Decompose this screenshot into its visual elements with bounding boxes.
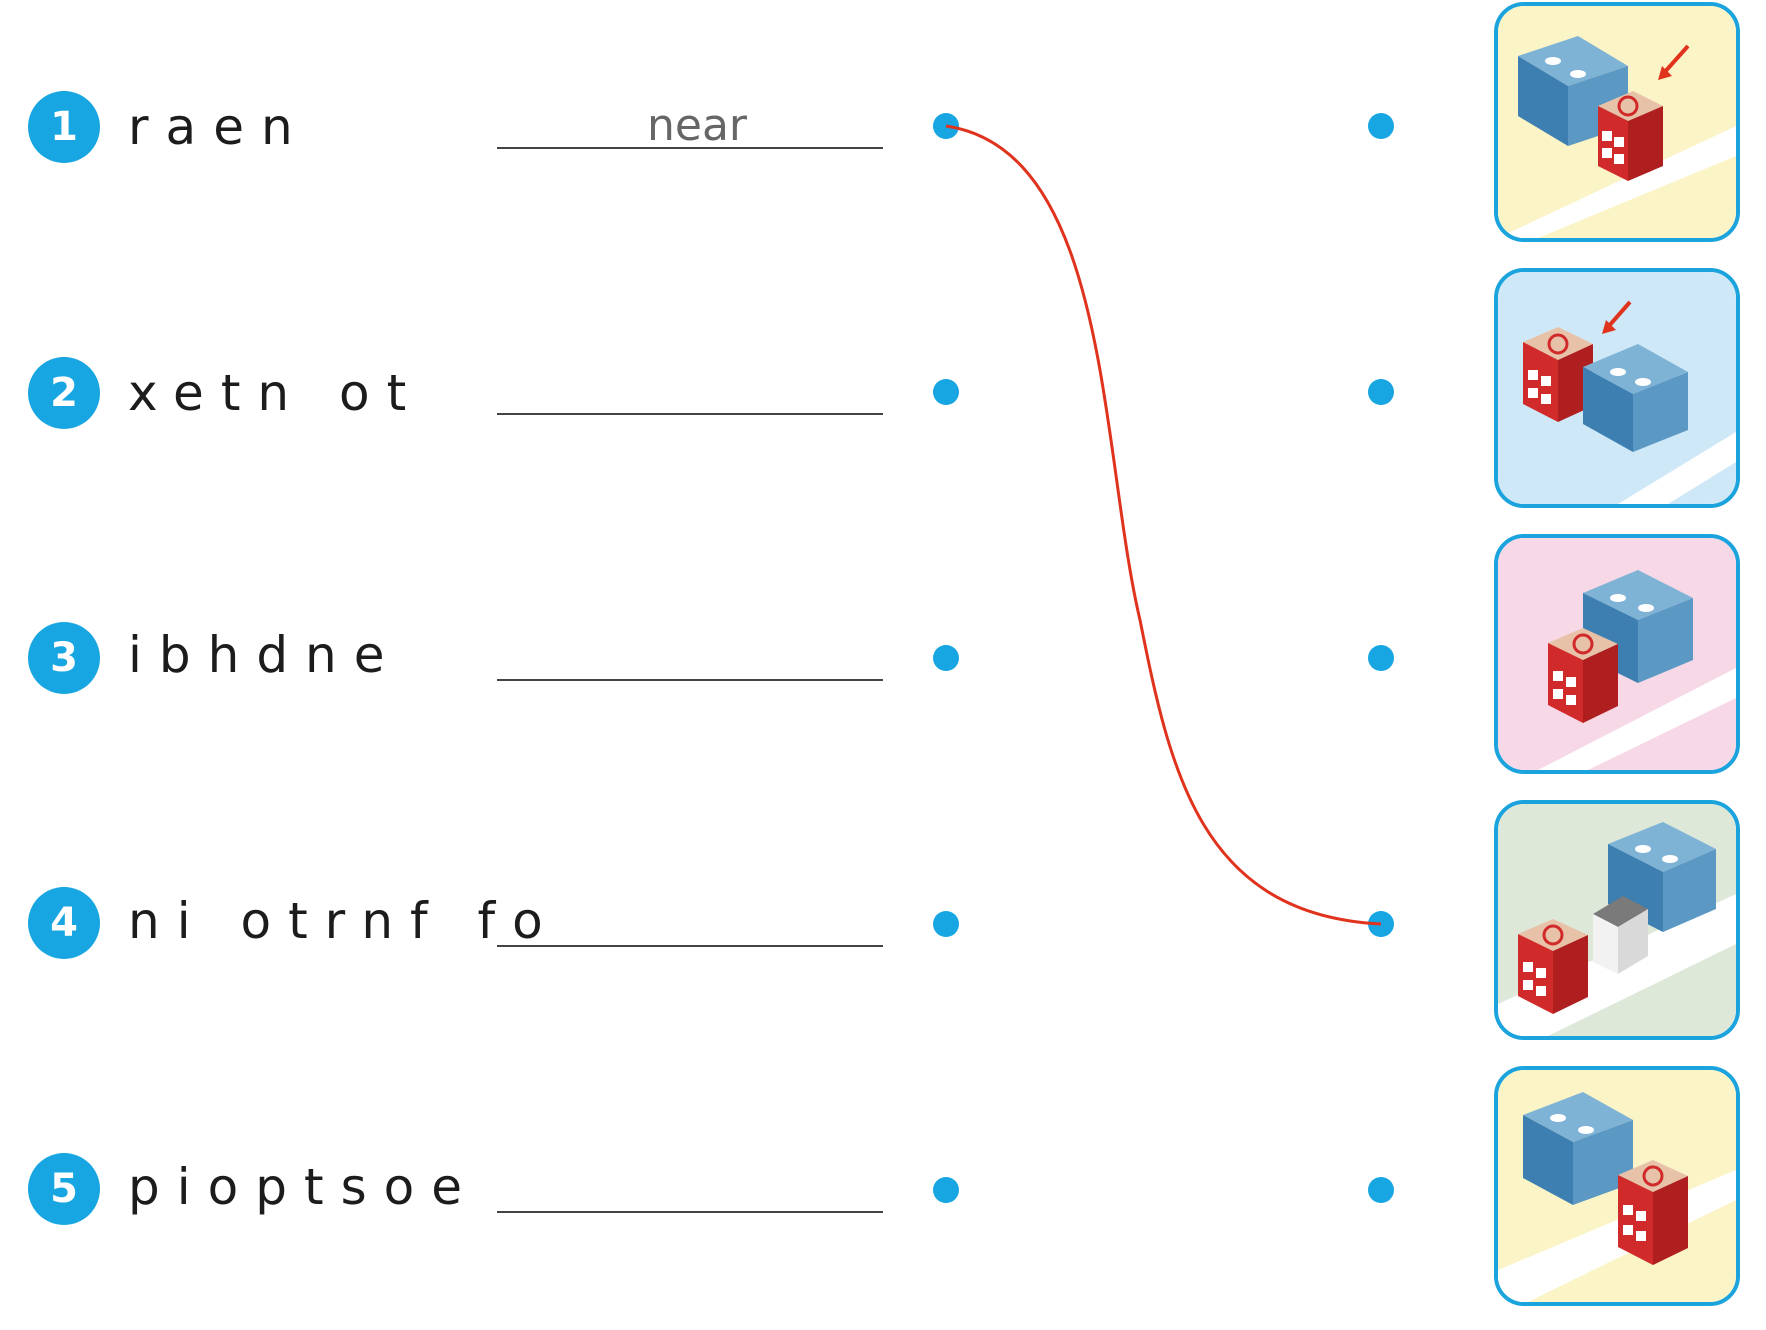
item-number-badge: 5 [28, 1153, 100, 1225]
left-match-dot[interactable] [933, 379, 959, 405]
scrambled-word: pioptsoe [128, 1158, 479, 1216]
picture-card-4[interactable] [1494, 800, 1740, 1040]
buildings-illustration [1498, 538, 1736, 770]
scrambled-word: raen [128, 98, 310, 156]
buildings-illustration [1498, 804, 1736, 1036]
right-match-dot[interactable] [1368, 645, 1394, 671]
answer-text[interactable]: near [646, 100, 747, 151]
item-number-badge: 1 [28, 91, 100, 163]
right-match-dot[interactable] [1368, 379, 1394, 405]
buildings-illustration [1498, 6, 1736, 238]
picture-card-3[interactable] [1494, 534, 1740, 774]
exercise-row-2: 2 xetn ot [0, 0, 1766, 429]
item-number-badge: 3 [28, 622, 100, 694]
item-number-badge: 4 [28, 887, 100, 959]
picture-card-5[interactable] [1494, 1066, 1740, 1306]
buildings-illustration [1498, 272, 1736, 504]
picture-card-2[interactable] [1494, 268, 1740, 508]
right-match-dot[interactable] [1368, 911, 1394, 937]
answer-line[interactable] [497, 147, 883, 149]
picture-card-1[interactable] [1494, 2, 1740, 242]
answer-line[interactable] [497, 945, 883, 947]
exercise-row-5: 5 pioptsoe [0, 0, 1766, 1225]
scrambled-word: ibhdne [128, 626, 402, 684]
buildings-illustration [1498, 1070, 1736, 1302]
item-number-badge: 2 [28, 357, 100, 429]
answer-line[interactable] [497, 413, 883, 415]
left-match-dot[interactable] [933, 1177, 959, 1203]
answer-line[interactable] [497, 679, 883, 681]
scrambled-word: xetn ot [128, 364, 424, 422]
answer-line[interactable] [497, 1211, 883, 1213]
exercise-row-4: 4 ni otrnf fo [0, 0, 1766, 959]
left-match-dot[interactable] [933, 911, 959, 937]
exercise-row-3: 3 ibhdne [0, 0, 1766, 694]
scrambled-word: ni otrnf fo [128, 892, 560, 950]
left-match-dot[interactable] [933, 645, 959, 671]
right-match-dot[interactable] [1368, 1177, 1394, 1203]
